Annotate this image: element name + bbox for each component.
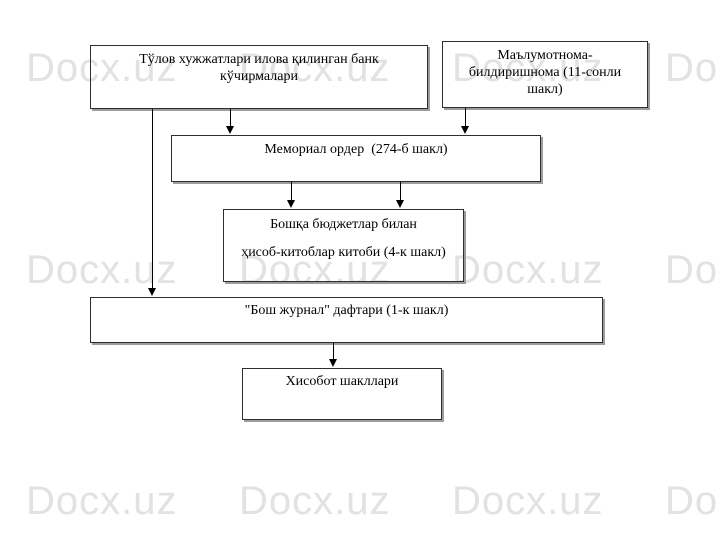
watermark-text: Docx.uz: [665, 479, 720, 523]
watermark-text: Docx.uz: [26, 46, 178, 90]
box-report-forms: Хисобот шакллари: [242, 368, 442, 420]
watermark-text: Docx.uz: [26, 248, 178, 292]
box-general-journal: "Бош журнал" дафтари (1-к шакл): [90, 297, 603, 343]
watermark-text: Docx.uz: [452, 46, 604, 90]
arrowhead-down-icon: [148, 288, 156, 296]
connector-bank-to-memorial: [230, 109, 231, 126]
watermark-text: Docx.uz: [26, 479, 178, 523]
box-label-line: Тўлов хужжатлари илова қилинган банк: [139, 52, 379, 67]
box-label-line: шакл): [527, 82, 563, 97]
connector-memorial-to-ledger-right: [400, 182, 401, 200]
arrowhead-down-icon: [329, 359, 337, 367]
box-memorial-order: Мемориал ордер (274-б шакл): [171, 135, 541, 182]
watermark-text: Docx.uz: [452, 248, 604, 292]
arrowhead-down-icon: [396, 200, 404, 208]
watermark-text: Docx.uz: [665, 46, 720, 90]
connector-bank-to-journal: [152, 109, 153, 288]
box-label-line: Бошқа бюджетлар билан: [270, 217, 417, 232]
watermark-text: Docx.uz: [452, 479, 604, 523]
watermark-text: Docx.uz: [665, 248, 720, 292]
connector-memorial-to-ledger-left: [291, 182, 292, 200]
box-label-line: кўчирмалари: [220, 69, 298, 84]
watermark-text: Docx.uz: [239, 248, 391, 292]
box-information-notice: Маълумотнома- билдиришнома (11-сонли шак…: [442, 41, 648, 108]
arrowhead-down-icon: [226, 126, 234, 134]
box-label-line: ҳисоб-китоблар китоби (4-к шакл): [241, 245, 446, 260]
box-label-line: билдиришнома (11-сонли: [468, 65, 622, 80]
box-label-line: Маълумотнома-: [497, 48, 593, 63]
box-bank-statements: Тўлов хужжатлари илова қилинган банк кўч…: [90, 45, 428, 109]
watermark-text: Docx.uz: [239, 46, 391, 90]
arrowhead-down-icon: [287, 200, 295, 208]
arrowhead-down-icon: [461, 126, 469, 134]
connector-journal-to-reports: [333, 343, 334, 359]
box-other-budgets-ledger: Бошқа бюджетлар билан ҳисоб-китоблар кит…: [223, 209, 464, 282]
box-label-line: Мемориал ордер (274-б шакл): [264, 142, 448, 157]
box-label-line: Хисобот шакллари: [285, 374, 399, 389]
connector-notice-to-memorial: [465, 108, 466, 126]
watermark-text: Docx.uz: [239, 479, 391, 523]
box-label-line: "Бош журнал" дафтари (1-к шакл): [244, 303, 449, 318]
